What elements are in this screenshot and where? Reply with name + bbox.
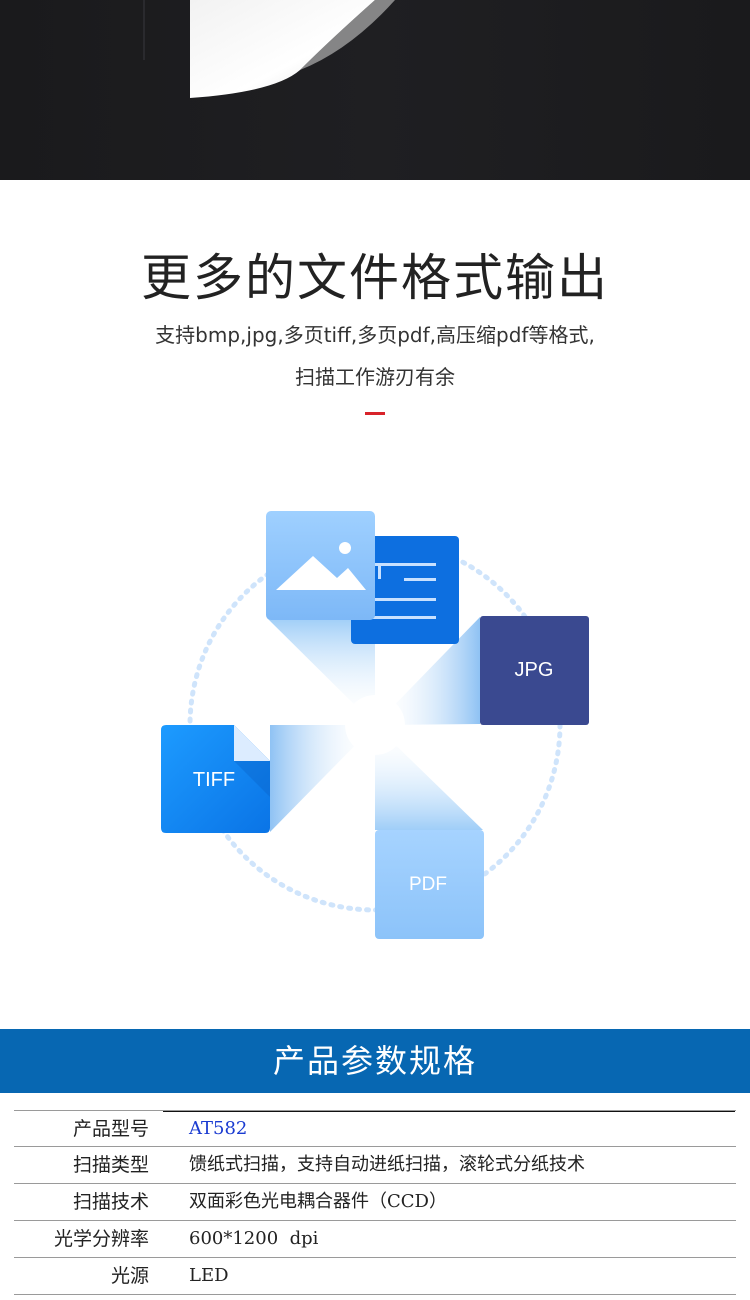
spec-label: 产品型号 [72,1118,149,1140]
section-subtitle-line1: 支持bmp,jpg,多页tiff,多页pdf,高压缩pdf等格式, [155,323,595,347]
spec-value: 600*1200 dpi [189,1228,319,1249]
spec-value: LED [189,1265,229,1286]
spec-label: 光学分辨率 [53,1228,149,1250]
spec-label: 扫描类型 [72,1154,149,1176]
format-illustration: JPG TIFF PDF [161,511,589,939]
light-beam [375,725,483,830]
table-row: 光学分辨率 600*1200 dpi [14,1221,736,1258]
pdf-format-icon [375,830,484,939]
spec-table: 产品型号 AT582 扫描类型 馈纸式扫描，支持自动进纸扫描，滚轮式分纸技术 扫… [14,1110,736,1295]
paper-sheet-icon [143,0,395,98]
accent-divider [365,412,385,415]
light-beam [270,725,375,832]
pdf-label: PDF [409,874,447,895]
table-row: 扫描技术 双面彩色光电耦合器件（CCD） [14,1184,736,1221]
tiff-format-icon [161,725,270,833]
table-row: 扫描类型 馈纸式扫描，支持自动进纸扫描，滚轮式分纸技术 [14,1147,736,1184]
light-beam [267,618,375,725]
table-row: 光源 LED [14,1258,736,1295]
hero-banner [0,0,750,180]
section-title: 更多的文件格式输出 [141,249,609,307]
spec-value: AT582 [189,1118,248,1139]
jpg-label: JPG [515,659,554,681]
spec-value: 双面彩色光电耦合器件（CCD） [189,1191,447,1212]
spec-label: 扫描技术 [72,1191,149,1213]
jpg-format-icon [480,616,589,725]
spec-value: 馈纸式扫描，支持自动进纸扫描，滚轮式分纸技术 [189,1154,585,1175]
table-row: 产品型号 AT582 [14,1110,736,1147]
section-subtitle-line2: 扫描工作游刃有余 [295,365,455,389]
text-document-icon [351,536,459,644]
tiff-label: TIFF [193,769,235,791]
image-file-icon [266,511,375,620]
spec-label: 光源 [110,1265,149,1287]
spec-header: 产品参数规格 [0,1029,750,1093]
table-top-rule [163,1110,735,1112]
